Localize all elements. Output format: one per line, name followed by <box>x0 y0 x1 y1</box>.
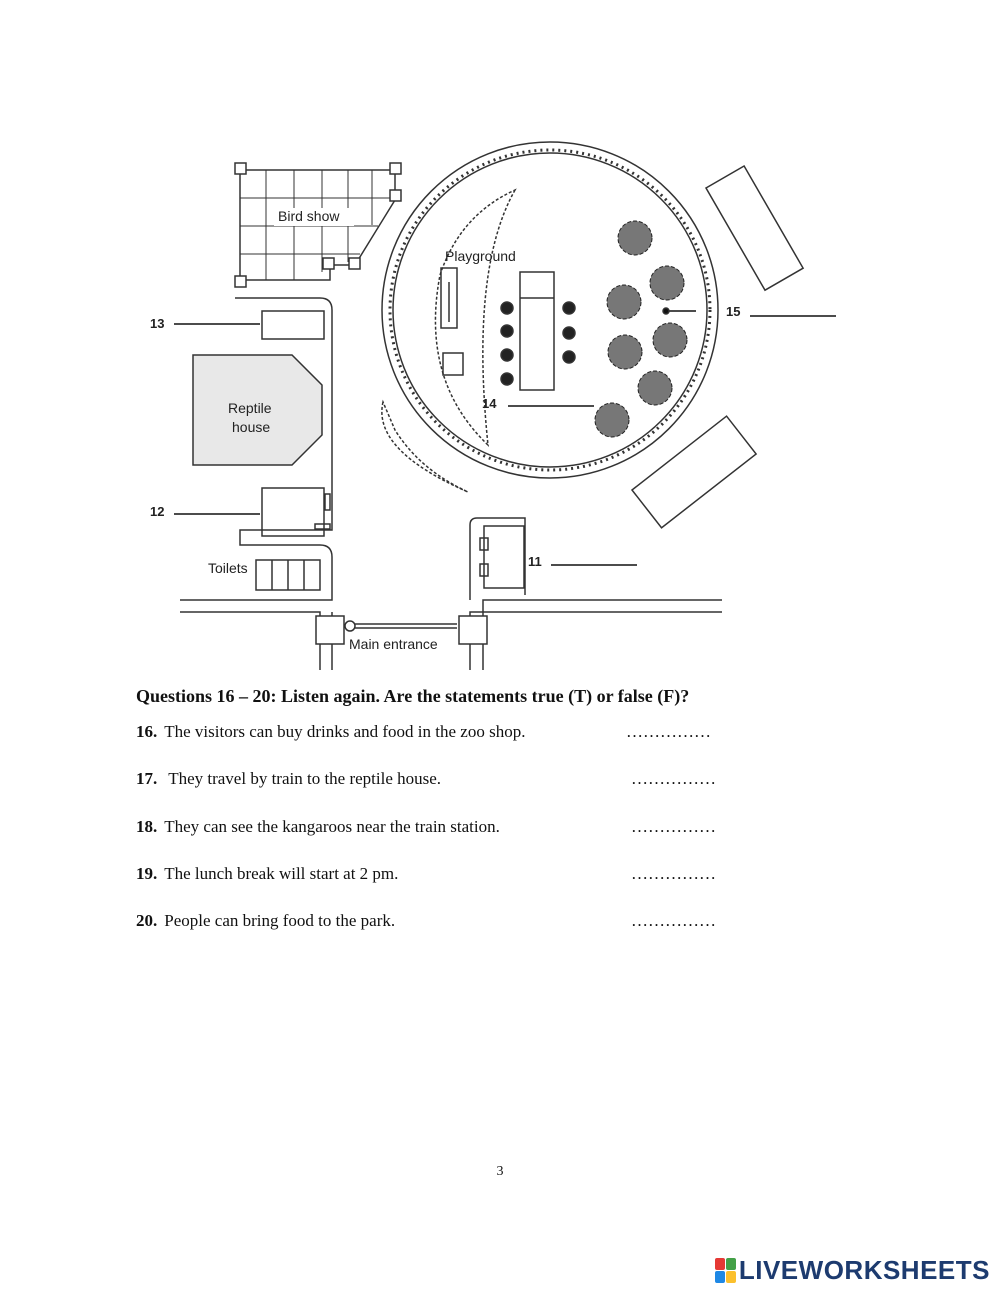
answer-blank-20[interactable]: …………… <box>631 911 716 930</box>
question-number: 16. <box>136 722 158 741</box>
question-text: They can see the kangaroos near the trai… <box>164 817 500 836</box>
label-reptile-line2: house <box>232 419 270 435</box>
number-11: 11 <box>528 554 542 569</box>
question-number: 17. <box>136 769 158 788</box>
toilets-building <box>255 559 321 591</box>
hedge-bottom <box>381 399 469 493</box>
answer-blank-17[interactable]: …………… <box>631 769 716 788</box>
question-number: 20. <box>136 911 158 930</box>
brand-text: LIVEWORKSHEETS <box>738 1255 990 1285</box>
hedge-left <box>434 188 517 447</box>
questions-heading: Questions 16 – 20: Listen again. Are the… <box>136 686 690 706</box>
question-text: The lunch break will start at 2 pm. <box>164 864 399 883</box>
question-text: The visitors can buy drinks and food in … <box>164 722 526 741</box>
right-building-bottom <box>630 415 758 529</box>
building-13 <box>261 310 325 340</box>
page-number: 3 <box>496 1164 504 1179</box>
question-19: 19. The lunch break will start at 2 pm. <box>136 864 398 884</box>
paths <box>180 297 722 670</box>
number-13: 13 <box>150 316 164 331</box>
question-text: People can bring food to the park. <box>164 911 396 930</box>
bird-show-aviary <box>234 162 402 288</box>
label-toilets: Toilets <box>208 560 248 576</box>
answer-blank-16[interactable]: …………… <box>626 722 711 741</box>
building-11 <box>479 525 525 589</box>
question-20: 20. People can bring food to the park. <box>136 911 395 931</box>
pointer-lines <box>174 310 836 566</box>
circular-enclosure <box>381 141 719 479</box>
reptile-house <box>192 354 323 466</box>
label-bird-show: Bird show <box>278 208 340 224</box>
label-playground: Playground <box>445 248 516 264</box>
building-12 <box>261 487 331 537</box>
liveworksheets-logo-icon <box>714 1258 736 1283</box>
answer-blank-18[interactable]: …………… <box>631 817 716 836</box>
question-number: 19. <box>136 864 158 883</box>
liveworksheets-logo[interactable]: LIVEWORKSHEETS <box>714 1255 990 1286</box>
number-15: 15 <box>726 304 740 319</box>
playground-items <box>440 267 555 391</box>
picnic-tables <box>500 301 576 386</box>
label-reptile-line1: Reptile <box>228 400 272 416</box>
question-number: 18. <box>136 817 158 836</box>
right-building-top <box>704 164 805 292</box>
number-14: 14 <box>482 396 497 411</box>
number-12: 12 <box>150 504 164 519</box>
question-17: 17. They travel by train to the reptile … <box>136 769 441 789</box>
question-text: They travel by train to the reptile hous… <box>164 769 442 788</box>
label-main-entrance: Main entrance <box>349 636 438 652</box>
main-entrance-gate <box>315 615 488 645</box>
trees <box>594 220 688 438</box>
answer-blank-19[interactable]: …………… <box>631 864 716 883</box>
zoo-map: Bird show Playground Reptile house Toile… <box>150 141 836 670</box>
question-18: 18. They can see the kangaroos near the t… <box>136 817 500 837</box>
question-16: 16. The visitors can buy drinks and food … <box>136 722 525 742</box>
